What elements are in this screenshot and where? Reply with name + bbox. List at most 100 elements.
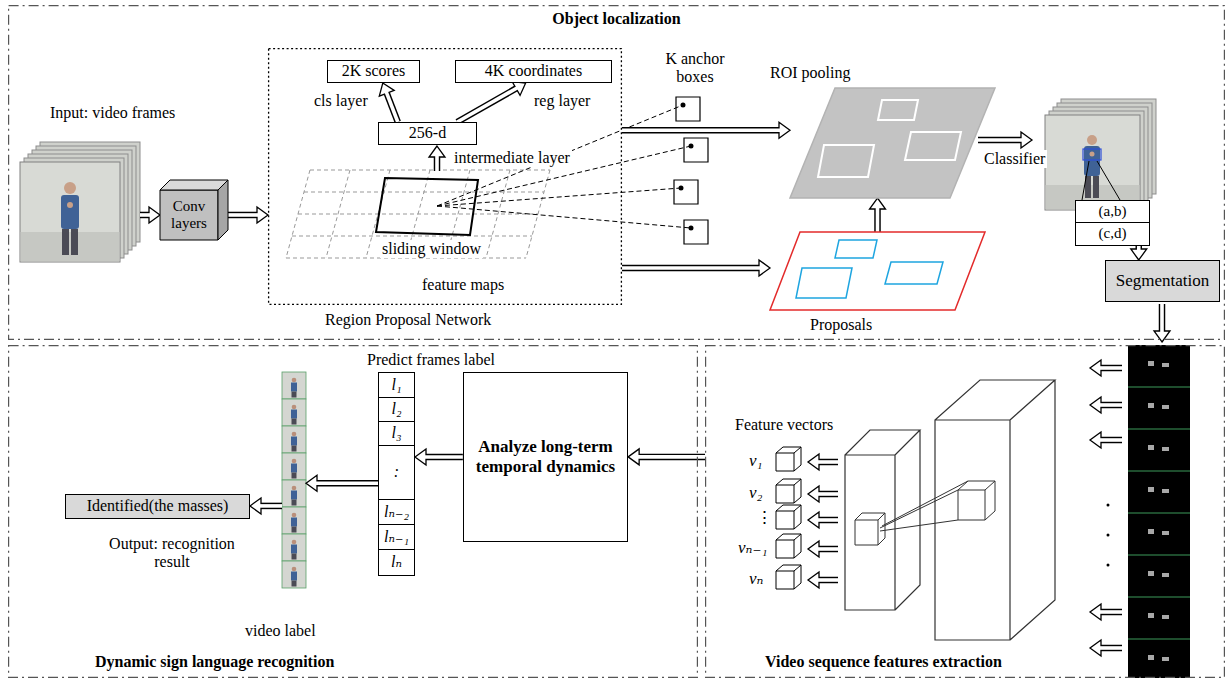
node-text: ROI pooling xyxy=(770,64,850,82)
person-leg xyxy=(1093,176,1099,198)
text-label: cls layer xyxy=(312,92,370,110)
proposal-plane: Proposals xyxy=(770,232,985,310)
node-text: 256-d xyxy=(379,123,476,144)
node-text: Input: video frames xyxy=(50,104,175,122)
rpn-panel: Region Proposal Network2K scores4K coord… xyxy=(268,48,622,305)
arrow-shaft-inner xyxy=(315,481,378,485)
block-face xyxy=(160,190,218,240)
node-text: Dynamic sign language recognition xyxy=(95,653,334,671)
rpn-panel-outline xyxy=(268,48,622,305)
arrow-connector xyxy=(870,198,886,232)
text-label: K anchor boxes xyxy=(650,50,740,87)
arrow-shaft-inner xyxy=(622,128,781,132)
node-text: Region Proposal Network xyxy=(325,311,491,329)
text-label: Feature vectors xyxy=(733,416,835,434)
node-text: Video sequence features extraction xyxy=(765,653,1002,671)
thumbnail xyxy=(282,561,306,588)
video-label-thumbnails xyxy=(282,372,306,588)
leader-lines xyxy=(1082,161,1120,200)
text-label: sliding window xyxy=(380,240,483,258)
table-cell: lₙ₋₁ xyxy=(379,525,414,550)
person-hands xyxy=(1090,152,1095,157)
node-text: Object localization xyxy=(8,10,1225,28)
analysis-box: Analyze long-term temporal dynamics xyxy=(463,372,628,542)
arrow-shaft xyxy=(1099,403,1122,407)
video-label-strip: video label xyxy=(282,372,306,588)
block-face xyxy=(218,180,228,240)
node-text: video label xyxy=(245,622,316,640)
thumbnail xyxy=(282,507,306,534)
hand-box xyxy=(1083,149,1101,160)
hand-segments xyxy=(1148,361,1169,661)
arrow-shaft-inner xyxy=(457,87,518,122)
node-text: Conv layers xyxy=(160,190,218,240)
feature-map-grid xyxy=(286,170,550,258)
thumbnail xyxy=(282,372,306,399)
region-panel-outline xyxy=(8,5,1225,340)
projection-lines xyxy=(880,481,968,531)
video-frame xyxy=(20,162,120,262)
frame-separators xyxy=(1128,387,1190,639)
video-frame xyxy=(1045,115,1140,210)
text-label: Output: recognition result xyxy=(100,535,244,572)
feature-arrows xyxy=(808,454,838,588)
person-leg xyxy=(71,229,78,255)
arrow-connector xyxy=(379,83,398,122)
result-box: Identified(the masses) xyxy=(65,494,250,519)
arrow-shaft xyxy=(817,547,838,551)
arrow-connector xyxy=(306,475,378,491)
region-panel-outline xyxy=(705,345,1225,678)
roi-plane: ROI pooling xyxy=(790,88,995,198)
text-label: v₁ xyxy=(747,451,764,471)
arrow-shaft xyxy=(435,155,439,171)
conv-block: Conv layers xyxy=(160,180,228,240)
region-panel: Video sequence features extraction xyxy=(705,345,1225,678)
frame-floor xyxy=(21,232,120,262)
arrow-shaft xyxy=(1099,610,1122,614)
arrow-connector xyxy=(622,260,770,276)
segmentation-box: Segmentation xyxy=(1105,260,1220,302)
arrow-shaft xyxy=(817,460,838,464)
thumbnail xyxy=(282,534,306,561)
conv3d-kernel xyxy=(958,481,995,520)
roi-plane-outline xyxy=(790,88,995,198)
table-cell: : xyxy=(379,446,414,500)
arrow-shaft-inner xyxy=(1137,246,1141,251)
arrow-shaft-inner xyxy=(386,91,398,122)
arrow-shaft xyxy=(1099,366,1122,370)
continuation-dots xyxy=(1107,504,1110,567)
node-text: Predict frames label xyxy=(367,351,495,369)
text-label: intermediate layer xyxy=(452,149,572,167)
output-frames xyxy=(1045,99,1156,210)
segmentation-arrow xyxy=(1154,304,1170,342)
table-cell: l₁ xyxy=(379,373,414,398)
node-text: Analyze long-term temporal dynamics xyxy=(464,373,627,541)
table-cell: (c,d) xyxy=(1076,223,1149,245)
thumbnail xyxy=(282,399,306,426)
arrow-shaft-inner xyxy=(424,455,463,459)
proposal-plane-outline xyxy=(770,232,985,310)
person-body xyxy=(61,195,79,229)
conv3d-block xyxy=(845,430,920,610)
table-cell: lₙ₋₂ xyxy=(379,500,414,525)
person-hands xyxy=(67,202,73,208)
text-label: vₙ₋₁ xyxy=(736,538,769,558)
person-head xyxy=(1087,135,1097,145)
node-text: Identified(the masses) xyxy=(66,495,249,518)
region-panel: Dynamic sign language recognition Analyze… xyxy=(8,345,698,678)
up-arrow xyxy=(429,146,445,171)
arrow-connector xyxy=(1131,246,1147,260)
region-panel: Object localizationInput: video framesCo… xyxy=(8,5,1225,340)
table-cell: lₙ xyxy=(379,550,414,575)
block-face xyxy=(160,180,228,190)
arrow-shaft xyxy=(1099,646,1122,650)
coordinate-box: 4K coordinates xyxy=(455,60,612,83)
person-body xyxy=(1084,146,1100,176)
anchor-boxes xyxy=(674,97,708,244)
arrow-connector xyxy=(457,81,525,122)
conv3d-block xyxy=(935,380,1055,640)
arrow-connector xyxy=(140,207,160,223)
node-text: Proposals xyxy=(810,316,872,334)
